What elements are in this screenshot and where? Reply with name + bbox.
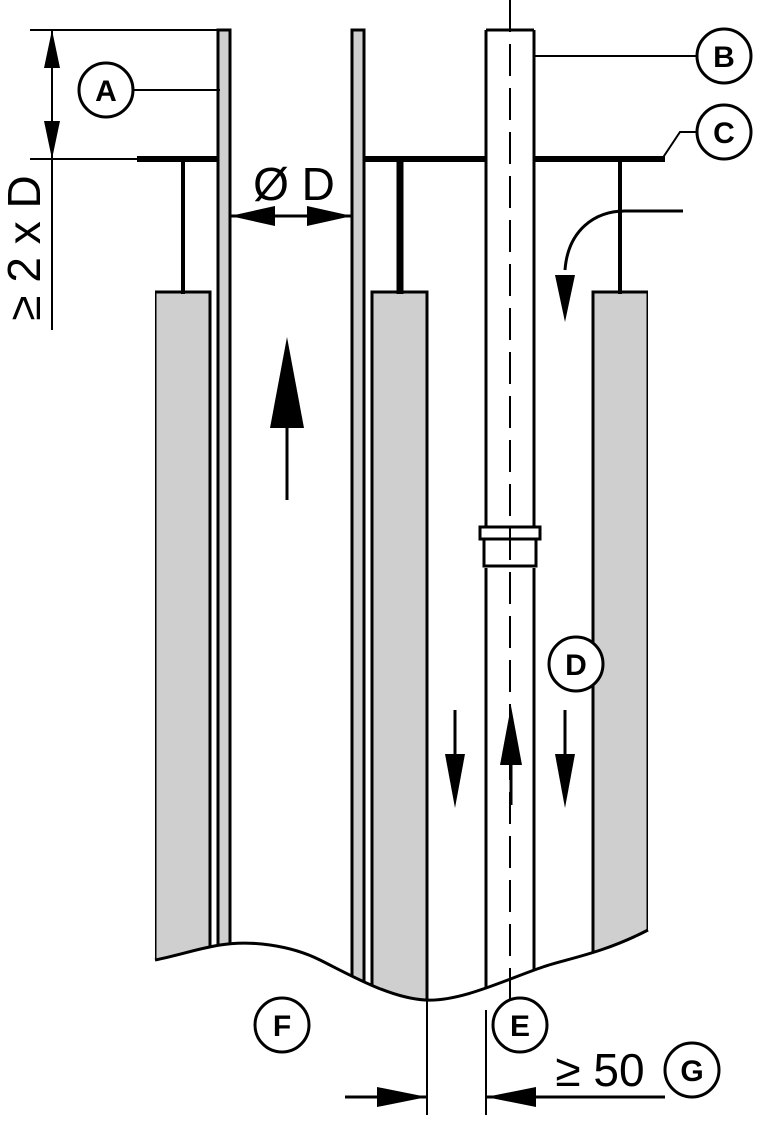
callout-d: D	[547, 635, 605, 693]
svg-text:B: B	[713, 41, 735, 74]
svg-text:G: G	[680, 1055, 703, 1088]
middle-shaft-wall	[370, 290, 429, 1001]
leader-c	[661, 131, 697, 160]
air-intake-arrow	[555, 209, 683, 322]
flue-pipe-right-wall	[350, 28, 366, 1001]
svg-text:C: C	[713, 117, 735, 150]
callout-f: F	[253, 996, 311, 1054]
left-shaft-wall	[155, 290, 212, 994]
break-line	[154, 928, 649, 1002]
callout-c: C	[695, 103, 753, 161]
air-down-arrow-left	[445, 710, 465, 808]
flue-gas-up-arrow	[270, 337, 304, 500]
pipe-b-up-arrow	[500, 706, 522, 805]
svg-text:D: D	[565, 649, 587, 682]
svg-text:E: E	[510, 1010, 530, 1043]
flue-pipe-left-wall	[216, 28, 232, 1001]
callout-a: A	[77, 61, 135, 119]
air-down-arrow-right	[555, 710, 575, 808]
callout-g: G	[663, 1041, 721, 1099]
callout-b: B	[695, 27, 753, 85]
chimney-shaft	[155, 28, 648, 1001]
height-dimension	[30, 29, 218, 330]
diameter-dimension	[230, 206, 352, 226]
gap-label: ≥ 50	[555, 1044, 644, 1096]
callout-e: E	[491, 996, 549, 1054]
right-shaft-wall	[591, 290, 648, 994]
gap-dimension	[345, 1000, 665, 1115]
height-label: ≥ 2 x D	[0, 175, 50, 320]
diameter-label: Ø D	[253, 158, 335, 210]
svg-text:A: A	[95, 75, 117, 108]
svg-text:F: F	[273, 1010, 291, 1043]
